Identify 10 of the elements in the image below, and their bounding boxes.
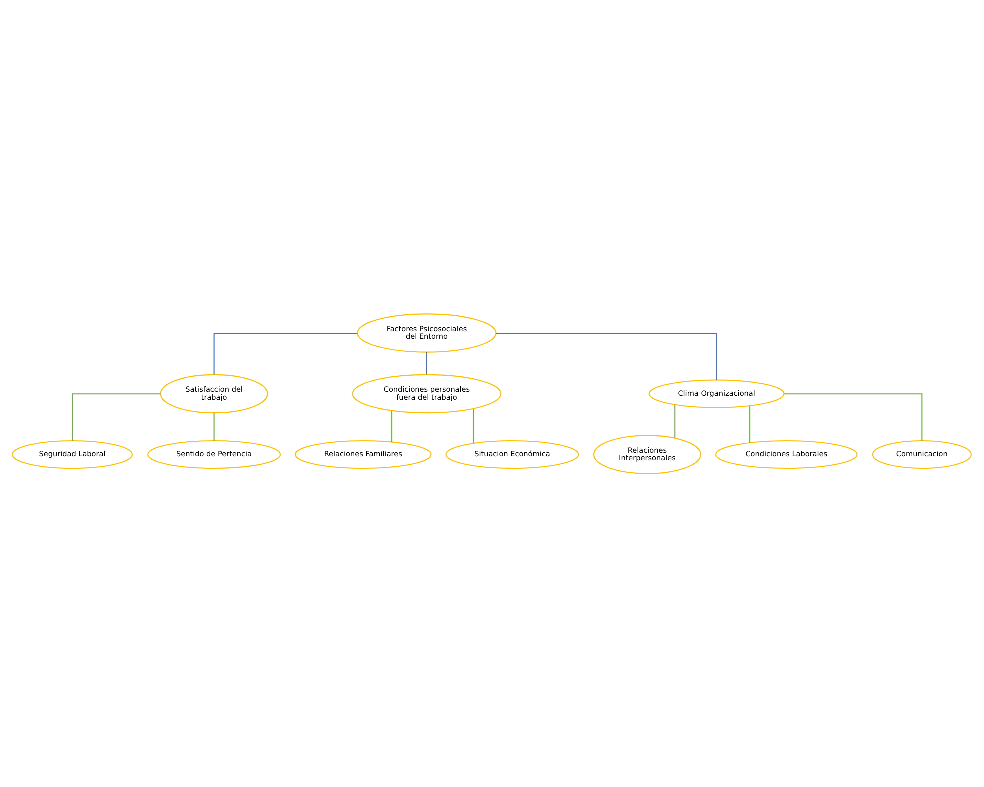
connector xyxy=(426,352,428,374)
connector xyxy=(784,393,923,440)
connector xyxy=(214,412,215,441)
connector xyxy=(392,410,393,442)
connector xyxy=(496,332,718,380)
connector xyxy=(214,332,358,374)
connector xyxy=(674,404,676,438)
connector xyxy=(750,406,751,442)
connector xyxy=(473,408,474,444)
connector xyxy=(72,393,161,440)
